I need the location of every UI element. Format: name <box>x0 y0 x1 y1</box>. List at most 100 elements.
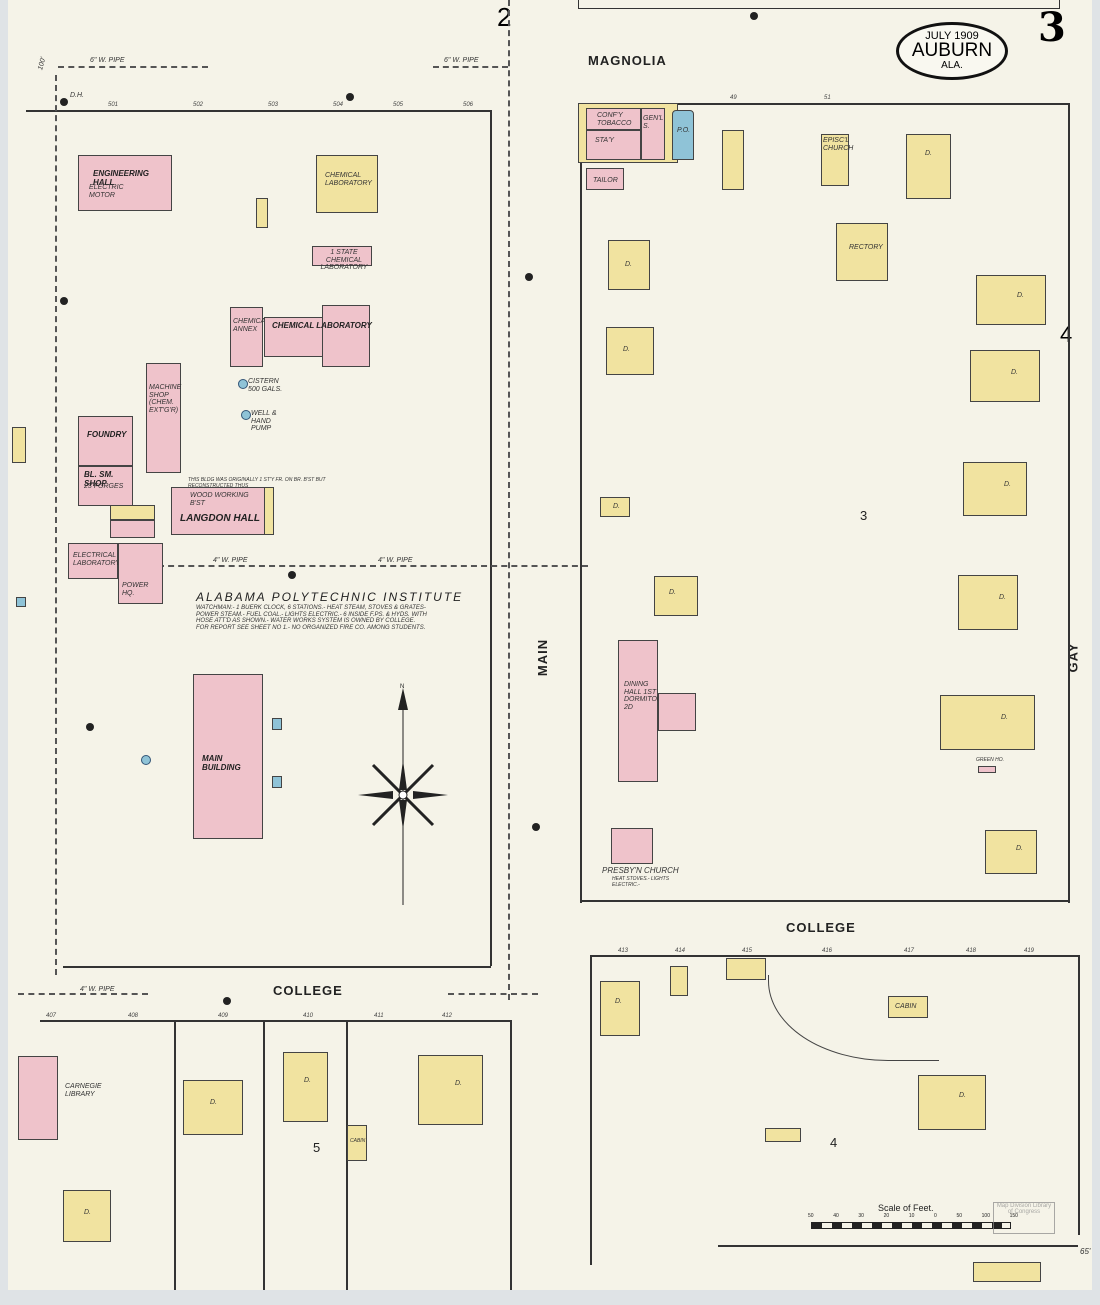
campus-left-pipe <box>55 75 57 975</box>
chemical-laboratory[interactable] <box>264 317 326 357</box>
main-building-porch-1[interactable] <box>272 718 282 730</box>
campus-note-3: Hose att'd as Shown.- Water Works System… <box>196 618 416 625</box>
machine-shop[interactable]: Machine Shop (Chem. Ext'g'r) <box>146 363 181 473</box>
dimension-top: 100' <box>37 56 48 71</box>
langdon-hall-label: Langdon Hall <box>180 513 260 524</box>
lot-415: 415 <box>742 948 753 954</box>
post-office-label: P.O. <box>677 127 691 134</box>
pipe-4in-mid <box>158 565 588 567</box>
state-chemical-lab[interactable]: 1 State Chemical Laboratory <box>312 246 372 271</box>
foundry[interactable]: Foundry <box>78 416 133 466</box>
map-sheet: July 1909 Auburn Ala. 3 2 4 MAGNOLIA MAI… <box>8 0 1092 1290</box>
adjacent-sheet-right[interactable]: 4 <box>1060 322 1073 347</box>
boiler-room[interactable] <box>110 520 155 538</box>
lot-414: 414 <box>675 948 686 954</box>
dwelling-7-label: D. <box>1004 481 1011 488</box>
staty-store[interactable]: Sta'y <box>586 130 641 160</box>
electrical-laboratory[interactable]: Electrical Laboratory <box>68 543 120 579</box>
well-pump-label: Well & Hand Pump <box>251 410 277 433</box>
college-left-top <box>40 1020 512 1022</box>
dwelling-7[interactable]: D. <box>963 462 1027 516</box>
carnegie-library[interactable] <box>18 1056 58 1140</box>
dwelling-8[interactable]: D. <box>958 575 1018 630</box>
well-pump <box>241 410 251 420</box>
pipe-6in-top-left <box>58 66 208 68</box>
dwelling-11[interactable]: D. <box>600 497 630 517</box>
dwelling-14[interactable] <box>670 966 688 996</box>
dwelling-12[interactable]: D. <box>654 576 698 616</box>
hydrant-4 <box>525 273 533 281</box>
presbyn-church[interactable] <box>611 828 653 864</box>
lot-505: 505 <box>393 102 404 108</box>
tailor-label: Tailor <box>593 177 618 184</box>
college-left-div2 <box>263 1020 265 1290</box>
chemical-laboratory-frame[interactable]: Chemical Laboratory <box>316 155 378 213</box>
main-building-porch-2[interactable] <box>272 776 282 788</box>
block-number-3: 3 <box>860 508 868 523</box>
campus-note-4: For Report See Sheet No 1.- No Organized… <box>196 624 426 631</box>
langdon-hall-porch[interactable] <box>264 487 274 535</box>
barn-415[interactable] <box>726 958 766 980</box>
right-bottom-line <box>580 900 1070 902</box>
power-house[interactable]: Power Hq. <box>118 543 163 604</box>
cabin-410[interactable]: Cabin <box>347 1125 367 1161</box>
dwelling-13[interactable]: D. <box>600 981 640 1036</box>
dwelling-12-label: D. <box>669 589 676 596</box>
langdon-hall[interactable]: Wood Working B'st Langdon Hall <box>171 487 266 535</box>
carnegie-library-label: Carnegie Library <box>65 1083 102 1098</box>
dwelling-15[interactable]: D. <box>918 1075 986 1130</box>
shed-415a[interactable] <box>765 1128 801 1142</box>
scale-tick-0: 50 <box>808 1213 814 1219</box>
foundry-label: Foundry <box>87 430 127 439</box>
main-building[interactable]: Main Building <box>193 674 263 839</box>
confy-tobacco-store[interactable]: Conf'y Tobacco <box>586 108 641 130</box>
chemical-annex[interactable]: Chemical Annex <box>230 307 269 367</box>
dwelling-1[interactable]: D. <box>906 134 951 199</box>
scale-title: Scale of Feet. <box>878 1203 934 1213</box>
college-right-left <box>590 955 592 1265</box>
green-house[interactable] <box>978 766 996 773</box>
map-date: July 1909 <box>925 30 979 42</box>
dwelling-3-label: D. <box>625 261 632 268</box>
hydrant-6 <box>86 723 94 731</box>
dining-hall-wing[interactable] <box>658 693 696 731</box>
adjacent-sheet-top[interactable]: 2 <box>497 2 512 32</box>
dwelling-19[interactable]: D. <box>418 1055 483 1125</box>
bl-sm-shop[interactable]: Bl. Sm. Shop 23 Forges <box>78 466 133 506</box>
title-cartouche: July 1909 Auburn Ala. <box>896 22 1008 80</box>
genl-store[interactable]: Gen'l S. <box>641 108 665 160</box>
scale-ticks: 50 40 30 20 10 0 50 100 150 <box>808 1213 1018 1219</box>
dwelling-4[interactable]: D. <box>606 327 654 375</box>
small-frame-shed[interactable] <box>256 198 268 228</box>
post-office[interactable]: P.O. <box>672 110 694 160</box>
state-chemical-lab-label: 1 State Chemical Laboratory <box>320 249 368 272</box>
episcl-church[interactable]: Episc'l Church <box>821 134 853 186</box>
lot-504: 504 <box>333 102 344 108</box>
dwelling-10[interactable]: D. <box>985 830 1037 874</box>
dwelling-19-label: D. <box>455 1080 462 1087</box>
boiler-shed[interactable] <box>110 505 155 520</box>
pipe-label-4in-college: 4" W. Pipe <box>80 986 115 993</box>
dwelling-17[interactable]: D. <box>183 1080 243 1135</box>
right-main-line <box>580 103 582 903</box>
cabin-410-label: Cabin <box>350 1138 366 1144</box>
dwelling-16[interactable]: D. <box>63 1190 111 1242</box>
rectory[interactable]: Rectory <box>836 223 888 281</box>
dwelling-9-label: D. <box>1001 714 1008 721</box>
engineering-hall[interactable]: Engineering Hall Electric Motor <box>78 155 172 211</box>
dwelling-6[interactable]: D. <box>970 350 1040 402</box>
hydrant-label: D.H. <box>70 92 84 99</box>
lot-411: 411 <box>374 1013 384 1019</box>
dwelling-5[interactable]: D. <box>976 275 1046 325</box>
dwelling-18[interactable]: D. <box>283 1052 328 1122</box>
dwelling-2[interactable] <box>722 130 744 190</box>
main-building-label: Main Building <box>202 754 241 772</box>
svg-text:N: N <box>400 684 404 690</box>
chemical-laboratory-east[interactable] <box>322 305 370 367</box>
dwelling-3[interactable]: D. <box>608 240 650 290</box>
dining-hall[interactable]: Dining Hall 1st Dormitory 2d <box>618 640 666 782</box>
dwelling-9[interactable]: D. <box>940 695 1035 750</box>
scale-tick-5: 0 <box>934 1213 937 1219</box>
tailor-shop[interactable]: Tailor <box>586 168 624 190</box>
hydrant-1 <box>60 98 68 106</box>
